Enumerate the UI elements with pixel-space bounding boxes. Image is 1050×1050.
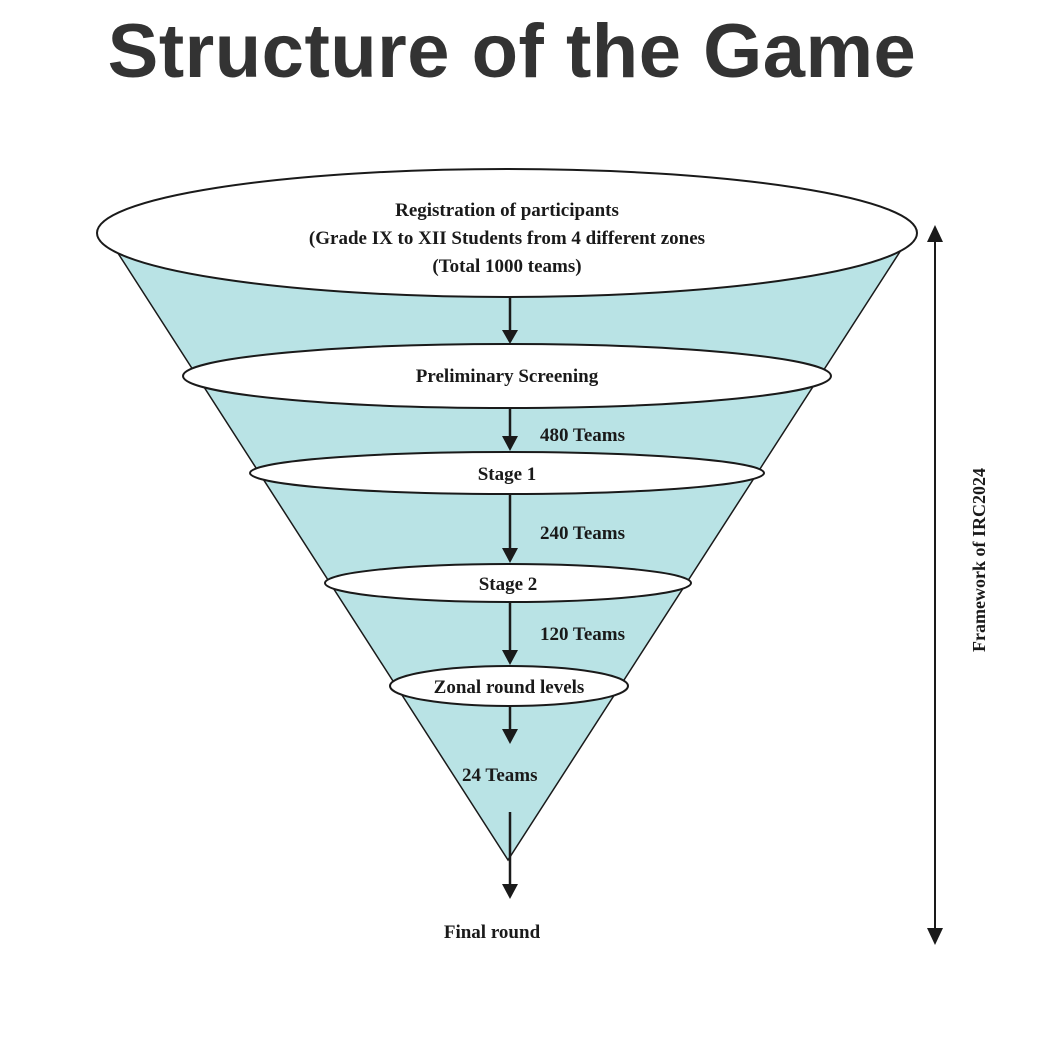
preliminary-screening-label: Preliminary Screening	[416, 366, 599, 387]
registration-label-line1: Registration of participants	[395, 200, 619, 221]
flow-arrows	[502, 298, 518, 899]
arrow-preliminary-to-stage1-head	[502, 436, 518, 451]
team-count-480: 480 Teams	[540, 425, 625, 446]
stage2-ellipse	[324, 563, 692, 603]
team-count-240: 240 Teams	[540, 523, 625, 544]
arrow-registration-to-preliminary-head	[502, 330, 518, 344]
team-count-120: 120 Teams	[540, 624, 625, 645]
arrow-stage1-to-stage2-head	[502, 548, 518, 563]
final-round-label: Final round	[444, 922, 541, 943]
stage1-label: Stage 1	[478, 464, 537, 485]
team-count-24: 24 Teams	[462, 765, 538, 786]
registration-label-line3: (Total 1000 teams)	[432, 256, 581, 277]
registration-ellipse	[96, 168, 918, 298]
page-title: Structure of the Game	[107, 9, 917, 94]
stage2-label: Stage 2	[479, 574, 538, 595]
framework-arrow-up-head	[927, 225, 943, 242]
arrow-to-final-round-head	[502, 884, 518, 899]
arrow-stage2-to-zonal-head	[502, 650, 518, 665]
preliminary-screening-ellipse	[182, 343, 832, 409]
arrow-zonal-to-final-a-head	[502, 729, 518, 744]
stage1-ellipse	[249, 451, 765, 495]
registration-label-line2: (Grade IX to XII Students from 4 differe…	[309, 228, 705, 249]
framework-label: Framework of IRC2024	[969, 468, 989, 652]
framework-arrow-down-head	[927, 928, 943, 945]
zonal-round-label: Zonal round levels	[434, 677, 585, 698]
framework-double-arrow	[927, 225, 943, 945]
